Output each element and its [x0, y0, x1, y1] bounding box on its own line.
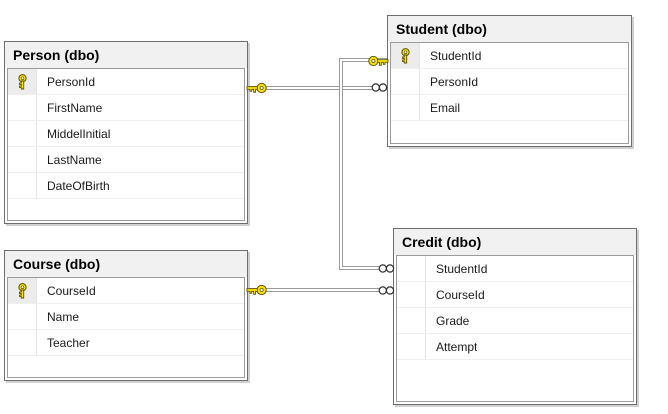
table-row[interactable]: PersonId: [8, 69, 244, 95]
column-name: FirstName: [47, 100, 103, 115]
row-selector: [8, 121, 37, 146]
table-row[interactable]: Email: [391, 95, 628, 121]
row-selector: [8, 173, 37, 198]
column-name: PersonId: [47, 74, 96, 89]
column-name: StudentId: [430, 48, 482, 63]
column-name: CourseId: [436, 287, 485, 302]
row-selector: [8, 69, 37, 94]
row-selector: [8, 147, 37, 172]
row-selector: [391, 43, 420, 68]
row-selector: [397, 282, 426, 307]
table-row[interactable]: StudentId: [391, 43, 628, 69]
primary-key-icon: [400, 47, 410, 63]
column-name: Email: [430, 100, 461, 115]
column-name: Grade: [436, 313, 470, 328]
table-course-title[interactable]: Course (dbo): [5, 251, 247, 277]
many-side-infinity-icon: [378, 286, 395, 295]
row-selector: [8, 330, 37, 355]
table-row[interactable]: StudentId: [397, 256, 633, 282]
primary-key-icon: [17, 73, 27, 89]
table-row[interactable]: FirstName: [8, 95, 244, 121]
table-credit-title[interactable]: Credit (dbo): [394, 229, 636, 255]
table-row[interactable]: Name: [8, 304, 244, 330]
table-row[interactable]: PersonId: [391, 69, 628, 95]
primary-key-icon: [17, 282, 27, 298]
column-name: StudentId: [436, 261, 488, 276]
row-selector: [8, 278, 37, 303]
one-side-key-icon: [246, 82, 267, 94]
table-student-title[interactable]: Student (dbo): [388, 16, 631, 42]
column-name: Attempt: [436, 339, 478, 354]
column-name: LastName: [47, 152, 102, 167]
column-name: DateOfBirth: [47, 178, 110, 193]
row-selector: [391, 69, 420, 94]
column-name: MiddelInitial: [47, 126, 111, 141]
table-row[interactable]: Teacher: [8, 330, 244, 356]
column-name: CourseId: [47, 283, 96, 298]
one-side-key-icon: [246, 284, 267, 296]
row-selector: [397, 256, 426, 281]
table-row[interactable]: CourseId: [397, 282, 633, 308]
row-selector: [397, 334, 426, 359]
row-selector: [8, 95, 37, 120]
row-selector: [8, 304, 37, 329]
many-side-infinity-icon: [371, 83, 388, 92]
row-selector: [397, 308, 426, 333]
column-name: PersonId: [430, 74, 479, 89]
table-person-title[interactable]: Person (dbo): [5, 42, 247, 68]
table-row[interactable]: MiddelInitial: [8, 121, 244, 147]
table-row[interactable]: DateOfBirth: [8, 173, 244, 199]
one-side-key-icon: [368, 55, 389, 67]
table-row[interactable]: CourseId: [8, 278, 244, 304]
many-side-infinity-icon: [378, 264, 395, 273]
row-selector: [391, 95, 420, 120]
table-row[interactable]: Grade: [397, 308, 633, 334]
relationship-line-student-credit[interactable]: [339, 58, 394, 270]
table-row[interactable]: LastName: [8, 147, 244, 173]
column-name: Name: [47, 309, 80, 324]
column-name: Teacher: [47, 335, 90, 350]
table-row[interactable]: Attempt: [397, 334, 633, 360]
